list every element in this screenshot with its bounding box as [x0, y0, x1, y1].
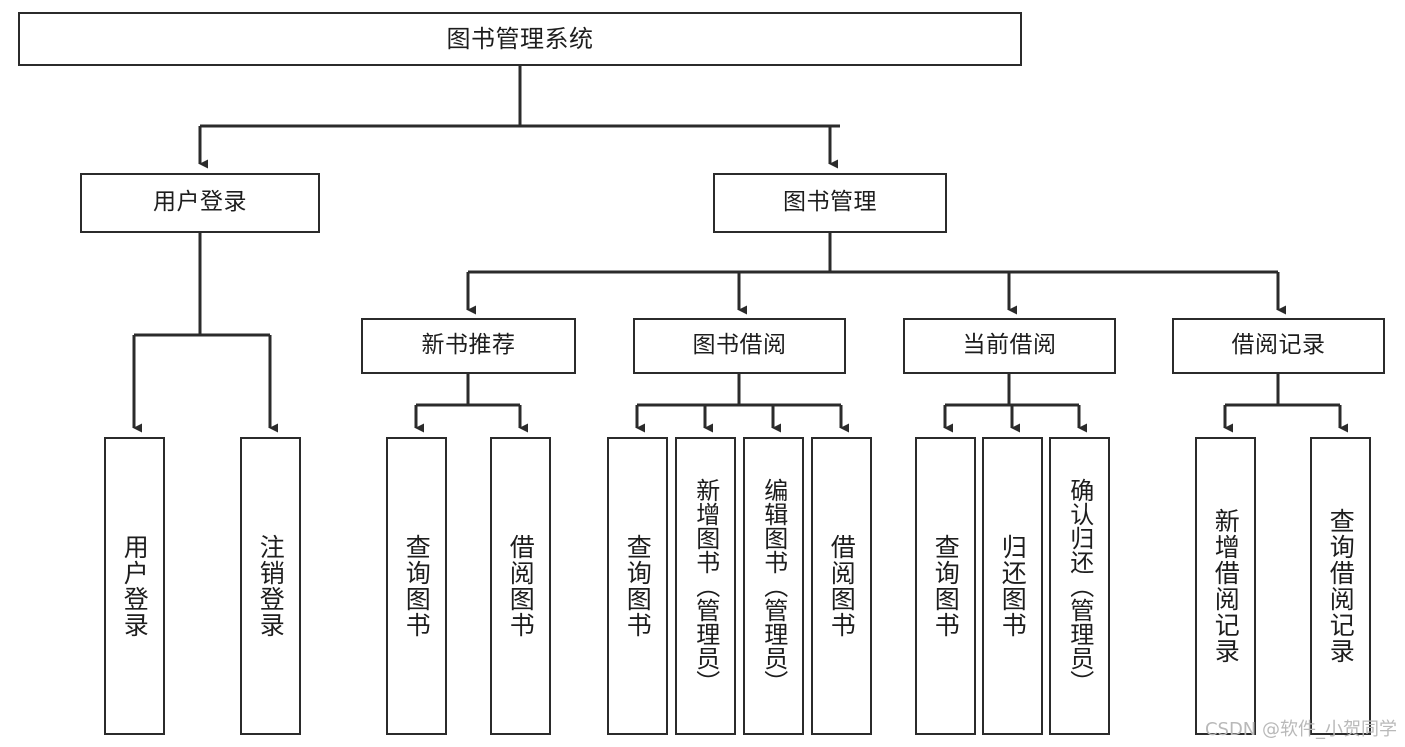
node-label: 用户登录 — [120, 534, 150, 638]
leaf-borrow-record-add-record[interactable]: 新增借阅记录 — [1195, 437, 1256, 735]
node-label: 借阅图书 — [506, 534, 536, 638]
node-label: 图书借阅 — [692, 332, 787, 359]
node-label: 新书推荐 — [421, 332, 516, 359]
node-label: 编辑图书（管理员） — [759, 478, 788, 694]
leaf-user-login-logout[interactable]: 注销登录 — [240, 437, 301, 735]
node-label: 查询图书 — [402, 534, 432, 638]
node-label: 查询图书 — [623, 534, 653, 638]
node-label: 用户登录 — [153, 189, 247, 216]
node-label: 图书管理 — [783, 189, 877, 216]
leaf-current-borrow-return-book[interactable]: 归还图书 — [982, 437, 1043, 735]
node-root-book-management-system[interactable]: 图书管理系统 — [18, 12, 1022, 66]
leaf-book-borrow-edit-book-admin[interactable]: 编辑图书（管理员） — [743, 437, 804, 735]
node-label: 新增借阅记录 — [1211, 508, 1241, 664]
node-book-management[interactable]: 图书管理 — [713, 173, 947, 233]
leaf-current-borrow-query-book[interactable]: 查询图书 — [915, 437, 976, 735]
leaf-borrow-record-query-record[interactable]: 查询借阅记录 — [1310, 437, 1371, 735]
leaf-new-book-borrow-book[interactable]: 借阅图书 — [490, 437, 551, 735]
node-label: 图书管理系统 — [446, 24, 594, 53]
leaf-new-book-query-book[interactable]: 查询图书 — [386, 437, 447, 735]
leaf-user-login-login[interactable]: 用户登录 — [104, 437, 165, 735]
node-label: 注销登录 — [256, 534, 286, 638]
node-label: 查询图书 — [931, 534, 961, 638]
node-label: 归还图书 — [998, 534, 1028, 638]
node-label: 借阅记录 — [1231, 332, 1326, 359]
leaf-book-borrow-borrow-book[interactable]: 借阅图书 — [811, 437, 872, 735]
leaf-book-borrow-add-book-admin[interactable]: 新增图书（管理员） — [675, 437, 736, 735]
node-new-book-recommend[interactable]: 新书推荐 — [361, 318, 576, 374]
node-label: 当前借阅 — [962, 332, 1057, 359]
node-current-borrow[interactable]: 当前借阅 — [903, 318, 1116, 374]
leaf-book-borrow-query-book[interactable]: 查询图书 — [607, 437, 668, 735]
node-label: 借阅图书 — [827, 534, 857, 638]
node-borrow-record[interactable]: 借阅记录 — [1172, 318, 1385, 374]
node-label: 查询借阅记录 — [1326, 508, 1356, 664]
node-book-borrow[interactable]: 图书借阅 — [633, 318, 846, 374]
node-label: 新增图书（管理员） — [691, 478, 720, 694]
node-user-login[interactable]: 用户登录 — [80, 173, 320, 233]
node-label: 确认归还（管理员） — [1065, 478, 1094, 694]
leaf-current-borrow-confirm-return-admin[interactable]: 确认归还（管理员） — [1049, 437, 1110, 735]
